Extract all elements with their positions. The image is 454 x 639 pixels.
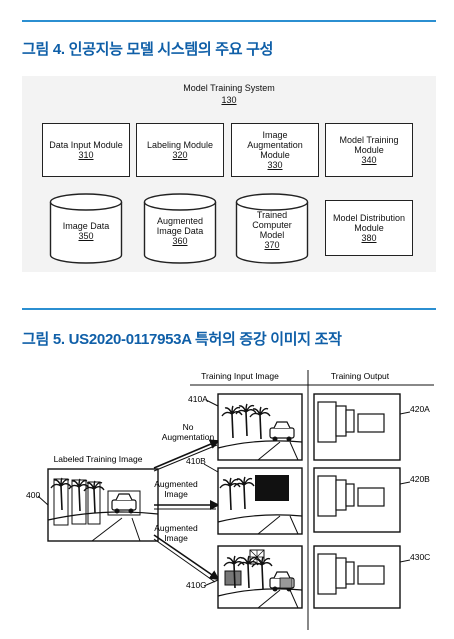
- module-data-input: Data Input Module 310: [42, 123, 130, 177]
- labeled-image-title: Labeled Training Image: [54, 454, 143, 464]
- cylinder-icon: [49, 193, 123, 264]
- cylinder-icon: [235, 193, 309, 264]
- ref-420a: 420A: [410, 404, 430, 414]
- module-labeling: Labeling Module 320: [136, 123, 224, 177]
- module-model-distribution: Model Distribution Module 380: [325, 200, 413, 256]
- input-image-410c: [217, 545, 303, 609]
- output-image-420a: [313, 393, 401, 461]
- system-number: 130: [221, 95, 237, 105]
- header-training-input: Training Input Image: [201, 371, 279, 381]
- output-image-430c: [313, 545, 401, 609]
- ref-420b: 420B: [410, 474, 430, 484]
- cylinder-icon: [143, 193, 217, 264]
- store-image-data: Image Data 350: [49, 193, 123, 265]
- store-trained-computer-model: Trained Computer Model 370: [235, 193, 309, 265]
- module-image-augmentation: Image Augmentation Module 330: [231, 123, 319, 177]
- arrow-label-image-1: Image: [164, 489, 188, 499]
- input-image-410a: [217, 393, 303, 461]
- ref-410b: 410B: [186, 456, 206, 466]
- ref-410c: 410C: [186, 580, 206, 590]
- figure5-diagram: Training Input Image Training Output Lab…: [26, 370, 434, 630]
- arrow-label-augmentation: Augmentation: [162, 432, 215, 442]
- input-image-410b: [217, 467, 303, 535]
- figure4-diagram: Model Training System 130 Data Input Mod…: [22, 76, 436, 272]
- top-rule: [22, 20, 436, 22]
- arrow-label-no: No: [183, 422, 194, 432]
- header-training-output: Training Output: [331, 371, 390, 381]
- ref-410a: 410A: [188, 394, 208, 404]
- arrow-label-augmented-2: Augmented: [154, 523, 198, 533]
- system-label: Model Training System: [183, 83, 275, 93]
- arrow-label-image-2: Image: [164, 533, 188, 543]
- ref-430c: 430C: [410, 552, 430, 562]
- module-model-training: Model Training Module 340: [325, 123, 413, 177]
- figure5-title: 그림 5. US2020-0117953A 특허의 증강 이미지 조작: [22, 331, 342, 348]
- ref-400: 400: [26, 490, 40, 500]
- middle-rule: [22, 308, 436, 310]
- labeled-training-image: [47, 468, 159, 542]
- output-image-420b: [313, 467, 401, 533]
- figure4-title: 그림 4. 인공지능 모델 시스템의 주요 구성: [22, 41, 274, 58]
- arrow-label-augmented-1: Augmented: [154, 479, 198, 489]
- store-augmented-image-data: Augmented Image Data 360: [143, 193, 217, 265]
